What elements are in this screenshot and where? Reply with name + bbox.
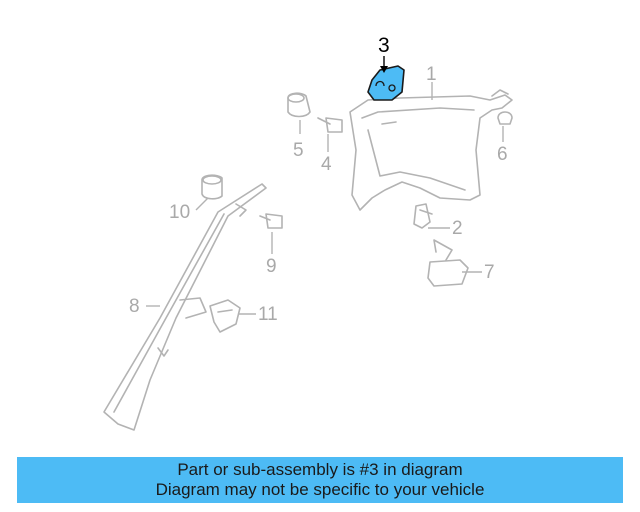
callout-6: 6 [497,144,508,165]
callout-10: 10 [169,202,190,223]
bolt-part-9 [259,213,283,229]
pillar-trim-part-8 [103,183,267,431]
quarter-trim-panel [349,89,513,211]
caption-line-2: Diagram may not be specific to your vehi… [155,480,485,499]
caption-banner: Part or sub-assembly is #3 in diagram Di… [17,457,623,503]
callout-2: 2 [452,218,463,239]
highlighted-part-3 [367,65,405,101]
callout-4: 4 [321,154,332,175]
callout-9: 9 [266,256,277,277]
callout-11: 11 [258,304,278,325]
callout-1: 1 [426,64,437,85]
callout-7: 7 [484,262,495,283]
parts-diagram: 1 2 3 4 5 6 7 8 9 10 11 [103,34,513,431]
bracket-part-11 [209,299,241,333]
leader-lines [146,56,504,315]
cushion-part-7 [427,239,469,287]
callout-8: 8 [129,296,140,317]
bolt-part-2 [413,203,433,229]
callout-3: 3 [378,34,390,57]
grommet-part-10 [201,174,223,200]
callout-5: 5 [293,140,304,161]
cap-part-6 [497,111,513,125]
bolt-part-4 [317,117,343,133]
caption-line-1: Part or sub-assembly is #3 in diagram [177,460,463,479]
grommet-part-5 [287,92,311,118]
